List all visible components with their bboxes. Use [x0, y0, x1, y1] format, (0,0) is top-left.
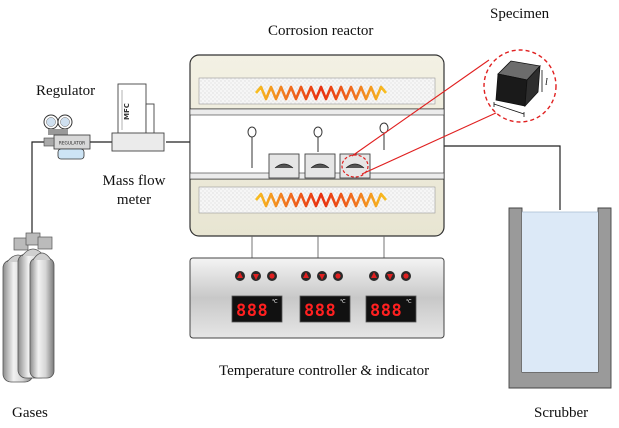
thermocouple: [247, 122, 389, 168]
specimen-label: Specimen: [490, 6, 550, 22]
display-value-1: 888: [236, 301, 268, 321]
display-unit-3: ℃: [406, 299, 412, 305]
upper-heating-coil: [255, 85, 387, 101]
lower-heating-coil: [255, 192, 387, 208]
specimen-dimension-label: l: [545, 77, 548, 88]
corrosion-reactor-label: Corrosion reactor: [268, 23, 374, 39]
specimen-callout: [351, 59, 499, 175]
thermocouple-wires: [251, 236, 385, 258]
mass-flow-meter-label-line2: meter: [116, 192, 152, 208]
scrubber: [508, 207, 612, 389]
control-buttons: [235, 271, 411, 281]
temperature-display-1: 888 ℃: [231, 295, 283, 323]
gases-label: Gases: [12, 405, 48, 421]
scrubber-label: Scrubber: [534, 405, 589, 421]
corrosion-reactor: [189, 54, 445, 237]
regulator-plate-text: REGULATOR: [59, 141, 85, 147]
regulator-label: Regulator: [36, 83, 96, 99]
display-value-3: 888: [370, 301, 402, 321]
specimen-magnified: l: [483, 49, 557, 123]
display-value-2: 888: [304, 301, 336, 321]
specimen-highlight-circle: [341, 154, 369, 178]
display-unit-2: ℃: [340, 299, 346, 305]
temperature-display-3: 888 ℃: [365, 295, 417, 323]
mass-flow-meter-label-line1: Mass flow: [102, 173, 166, 189]
temperature-controller-label: Temperature controller & indicator: [219, 363, 430, 379]
mfc-label: MFC: [123, 103, 131, 120]
gas-cylinders: [2, 232, 55, 383]
specimen-boat: [268, 153, 371, 179]
mass-flow-meter: MFC: [111, 83, 165, 152]
display-unit-1: ℃: [272, 299, 278, 305]
temperature-controller: 888 ℃ 888 ℃ 888 ℃: [189, 257, 445, 339]
regulator: REGULATOR: [43, 114, 91, 160]
temperature-display-2: 888 ℃: [299, 295, 351, 323]
lower-heater: [198, 186, 436, 214]
upper-heater: [198, 77, 436, 105]
